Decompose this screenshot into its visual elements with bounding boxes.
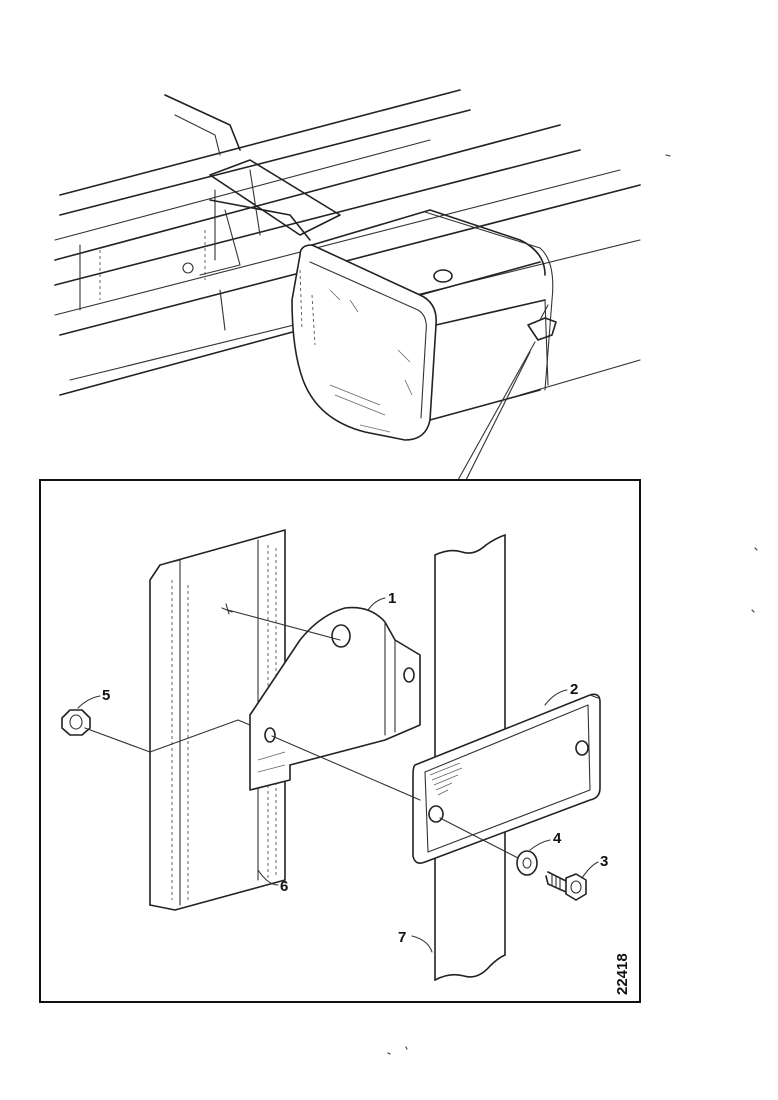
- callout-5: 5: [102, 687, 110, 704]
- fuel-tank: [291, 209, 557, 441]
- callout-2: 2: [570, 681, 578, 698]
- assembly-line-screw: [439, 817, 519, 859]
- chassis-overview: [54, 89, 641, 481]
- detail-view: 1 2 3 4 5 6 7 22418: [39, 479, 641, 1003]
- assembly-line-bracket-top: [227, 609, 341, 641]
- assembly-arrow: [221, 603, 233, 615]
- callout-3: 3: [600, 853, 608, 870]
- detail-frame: [39, 479, 641, 1003]
- bracket-1: [249, 606, 421, 791]
- assembly-line-nut: [84, 719, 251, 753]
- callout-4: 4: [553, 830, 562, 847]
- nut-5: [61, 709, 91, 736]
- figure-number: 22418: [614, 953, 631, 995]
- screw-3: [545, 871, 587, 901]
- frame-member-6: [149, 529, 286, 911]
- assembly-line-reflector: [271, 735, 421, 801]
- callout-7: 7: [398, 929, 406, 946]
- callout-6: 6: [280, 878, 288, 895]
- callout-1: 1: [388, 590, 396, 607]
- washer-4: [516, 850, 538, 876]
- reflector-2: [412, 693, 601, 864]
- scan-specks: [387, 154, 758, 1055]
